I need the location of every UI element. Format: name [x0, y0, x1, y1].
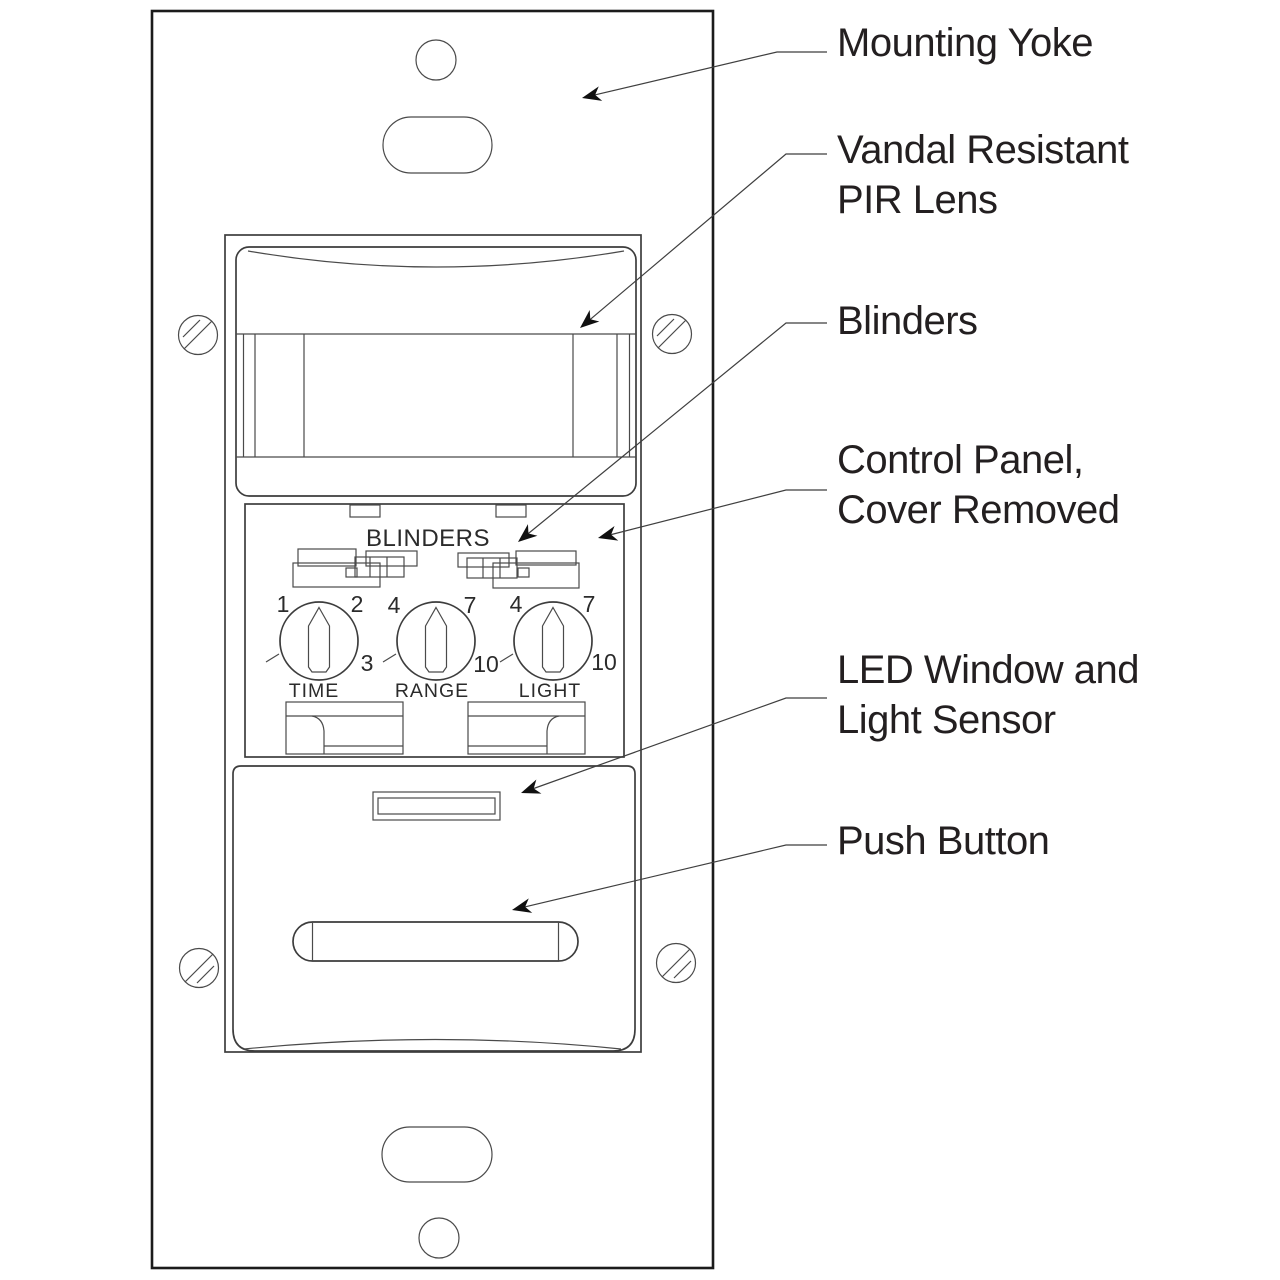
light-tick-4: 4: [510, 591, 523, 617]
callout-line: Cover Removed: [837, 488, 1120, 532]
screw-bottom-left-icon: [178, 947, 220, 989]
screw-bottom-right-icon: [655, 942, 697, 984]
callout-leader-control-panel: [598, 489, 827, 541]
callout-line: Control Panel,: [837, 438, 1084, 482]
sensor-module-frame: [224, 234, 642, 1053]
time-tick-1: 1: [277, 591, 290, 617]
top-mounting-slot: [382, 116, 493, 174]
range-tick-7: 7: [464, 592, 477, 618]
button-face: [232, 765, 636, 1052]
mounting-yoke-plate: [150, 9, 715, 1270]
time-tick-3: 3: [361, 650, 374, 676]
range-dial-label: RANGE: [395, 680, 469, 702]
time-dial-label: TIME: [289, 680, 340, 702]
callout-leader-led-window: [521, 697, 827, 794]
push-button: [292, 921, 579, 962]
callout-control-panel: Control Panel, Cover Removed: [837, 435, 1120, 535]
callout-leader-mounting-yoke: [582, 51, 827, 101]
panel-tab-right: [495, 504, 527, 518]
screw-top-right-icon: [651, 313, 693, 355]
led-window: [372, 791, 501, 821]
arrowhead-icon: [518, 524, 538, 542]
top-screw-hole: [415, 39, 457, 81]
arrowhead-icon: [598, 526, 619, 541]
callout-push-button: Push Button: [837, 816, 1050, 866]
callout-blinders: Blinders: [837, 296, 978, 346]
light-dial-pointer: [541, 606, 565, 673]
callout-led-window: LED Window and Light Sensor: [837, 645, 1140, 745]
blinders-heading: BLINDERS: [366, 525, 490, 552]
blinder-switch-right: [457, 550, 580, 589]
bottom-screw-hole: [418, 1217, 460, 1259]
time-dial-pointer: [307, 606, 331, 673]
callout-line: Mounting Yoke: [837, 21, 1093, 65]
callout-line: Vandal Resistant: [837, 128, 1129, 172]
lens-housing: [235, 246, 637, 497]
lens-top-curve: [247, 250, 625, 268]
range-tick-10: 10: [473, 651, 499, 677]
panel-connector-right: [467, 701, 586, 755]
control-panel-recess: [244, 503, 625, 758]
button-module: [232, 765, 636, 1052]
time-tick-2: 2: [351, 591, 364, 617]
light-tick-10: 10: [591, 649, 617, 675]
arrowhead-icon: [512, 898, 533, 913]
light-dial: 4 7 10 LIGHT: [499, 591, 617, 702]
panel-tab-left: [349, 504, 381, 518]
light-dial-label: LIGHT: [519, 680, 581, 702]
callout-line: Push Button: [837, 819, 1050, 863]
light-tick-7: 7: [583, 591, 596, 617]
button-face-bottom-curve: [243, 1038, 622, 1050]
callout-pir-lens: Vandal Resistant PIR Lens: [837, 125, 1129, 225]
callout-line: PIR Lens: [837, 178, 998, 222]
arrowhead-icon: [582, 86, 603, 101]
time-dial: 1 2 3 TIME: [265, 591, 374, 702]
callout-line: Light Sensor: [837, 698, 1056, 742]
range-dial-pointer: [424, 606, 448, 673]
screw-top-left-icon: [177, 314, 219, 356]
arrowhead-icon: [580, 310, 600, 328]
control-panel: BLINDERS 1 2 3 TIME 4 7 10 RANGE: [244, 503, 625, 758]
arrowhead-icon: [521, 779, 542, 794]
plate-outline: [150, 9, 715, 1270]
callout-line: LED Window and: [837, 648, 1140, 692]
pir-lens-assembly: [235, 246, 637, 497]
callout-line: Blinders: [837, 299, 978, 343]
bottom-mounting-slot: [381, 1126, 493, 1183]
callout-leader-blinders: [518, 322, 827, 542]
range-dial: 4 7 10 RANGE: [382, 592, 499, 702]
callout-leader-push-button: [512, 844, 827, 913]
range-tick-4: 4: [388, 592, 401, 618]
blinder-switch-left: [292, 548, 418, 588]
panel-connector-left: [285, 701, 404, 755]
callout-mounting-yoke: Mounting Yoke: [837, 18, 1093, 68]
callout-leader-pir-lens: [580, 153, 827, 328]
